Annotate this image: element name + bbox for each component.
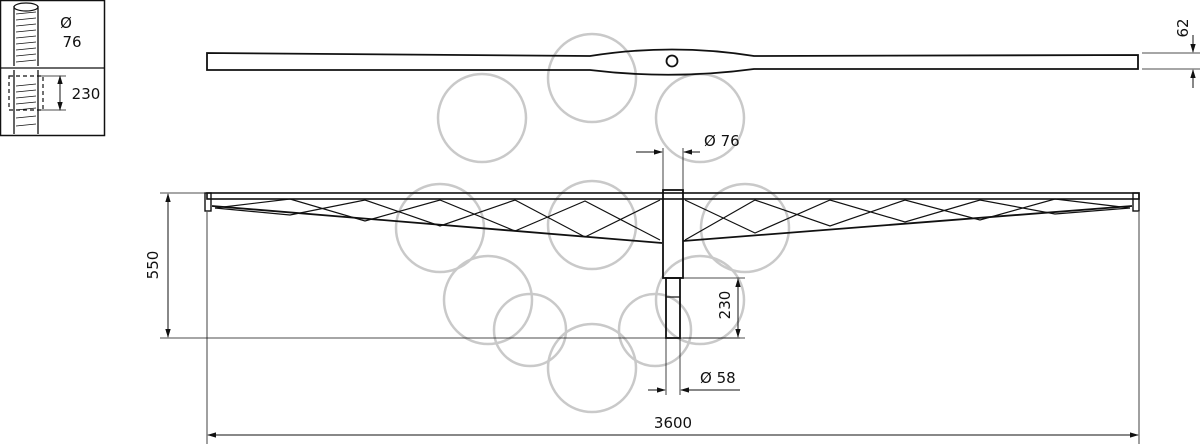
overall-length-dimension: 3600	[206, 212, 1140, 444]
spigot-diameter-dimension: Ø 58	[648, 338, 740, 395]
mounting-hole-icon	[665, 54, 679, 68]
bottom-chord-right	[682, 205, 1133, 242]
thickness-dimension: 62	[1142, 18, 1200, 88]
inset-diameter-value: 76	[62, 33, 81, 51]
threaded-pipe-icon	[13, 2, 39, 66]
arm-top-view	[206, 48, 1139, 76]
height-label: 550	[144, 251, 162, 280]
inset-depth-label: 230	[72, 85, 101, 103]
overall-length-label: 3600	[654, 414, 692, 432]
watermark-logo	[394, 32, 791, 414]
inset-detail: Ø 76 230	[0, 0, 106, 137]
arm-side-view	[204, 189, 1140, 339]
height-dimension: 550	[144, 192, 740, 339]
spigot-diameter-label: Ø 58	[700, 369, 736, 387]
top-chord	[206, 192, 1140, 200]
spigot-length-label: 230	[716, 291, 734, 320]
mast-diameter-dimension: Ø 76	[636, 132, 740, 190]
inset-diameter-symbol: Ø	[60, 14, 72, 32]
mast-diameter-label: Ø 76	[704, 132, 740, 150]
spigot-length-dimension: 230	[683, 277, 745, 339]
socket-pipe-icon	[8, 70, 44, 134]
thickness-label: 62	[1174, 18, 1192, 37]
